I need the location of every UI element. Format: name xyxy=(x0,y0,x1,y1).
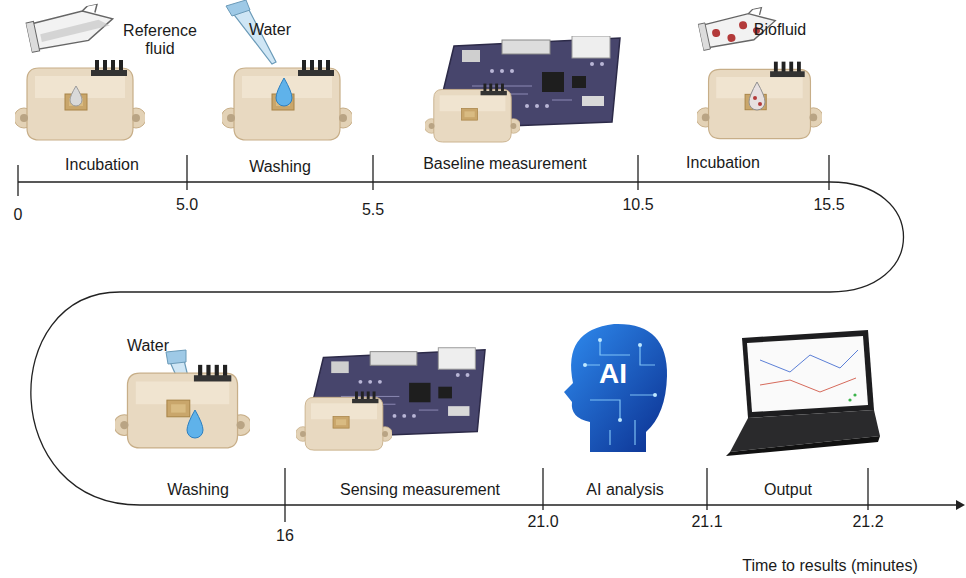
reagent-label: Biofluid xyxy=(754,21,806,39)
tick-value: 21.0 xyxy=(527,513,558,531)
step-label: Baseline measurement xyxy=(423,155,587,173)
sensor-device xyxy=(14,60,146,140)
step-label: Output xyxy=(764,481,812,499)
step-label: Sensing measurement xyxy=(340,481,500,499)
step-label: AI analysis xyxy=(586,481,663,499)
readout-board xyxy=(424,36,620,142)
axis-arrowhead xyxy=(956,500,965,510)
tick-value: 5.5 xyxy=(362,201,384,219)
step-label: Incubation xyxy=(686,154,760,172)
reagent-label: Water xyxy=(249,21,291,39)
sensor-device xyxy=(696,62,823,139)
reagent-label: Water xyxy=(127,337,169,355)
readout-board xyxy=(296,348,485,450)
tick-value: 0 xyxy=(14,206,23,224)
tablet-output xyxy=(726,330,880,456)
reference-tube xyxy=(25,1,116,52)
tick-value: 10.5 xyxy=(622,196,653,214)
reagent-label: Reference fluid xyxy=(115,22,205,59)
tick-value: 21.1 xyxy=(691,513,722,531)
axis-title: Time to results (minutes) xyxy=(742,557,917,575)
icon-text: AI xyxy=(599,358,627,390)
step-label: Incubation xyxy=(65,156,139,174)
sensor-device xyxy=(221,60,353,140)
tick-value: 5.0 xyxy=(176,196,198,214)
sensor-device xyxy=(114,365,251,448)
time-axis xyxy=(18,155,956,522)
tick-value: 16 xyxy=(276,527,294,545)
ai-head-icon xyxy=(564,324,667,452)
step-label: Washing xyxy=(167,481,229,499)
tick-value: 21.2 xyxy=(852,513,883,531)
step-label: Washing xyxy=(249,158,311,176)
tick-value: 15.5 xyxy=(813,196,844,214)
